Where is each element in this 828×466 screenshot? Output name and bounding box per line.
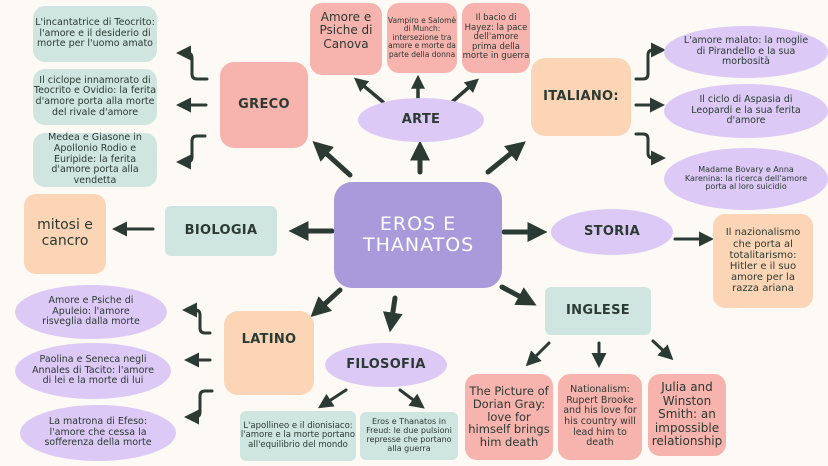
arrow-arte-3 [450,78,479,104]
filosofia-item-2-text: Eros e Thanatos in Freud: le due pulsion… [366,417,452,453]
inglese-item-3-text: Julia and Winston Smith: an impossible r… [651,380,723,449]
greco-item-3[interactable]: Medea e Giasone in Apollonio Rodio e Eur… [33,133,157,187]
biologia-item-1[interactable]: mitosi e cancro [24,194,106,274]
arrow-filosofia-1 [317,388,348,409]
filosofia-item-1[interactable]: L'apollineo e il dionisiaco: l'amore e l… [240,411,356,461]
branch-biologia[interactable]: BIOLOGIA [165,206,277,256]
branch-latino[interactable]: LATINO [224,311,314,395]
branch-biologia-label: BIOLOGIA [184,222,258,238]
inglese-item-3[interactable]: Julia and Winston Smith: an impossible r… [648,374,726,456]
arrow-greco-3 [176,134,207,170]
filosofia-item-1-text: L'apollineo e il dionisiaco: l'amore e l… [240,420,356,450]
filosofia-item-2[interactable]: Eros e Thanatos in Freud: le due pulsion… [360,412,458,460]
branch-arte[interactable]: ARTE [358,98,484,142]
arrow-filosofia-2 [398,388,425,409]
italiano-item-3[interactable]: Madame Bovary e Anna Karenina: la ricerc… [664,148,828,210]
latino-item-1-text: Amore e Psiche di Apuleio: l'amore risve… [42,295,140,328]
branch-inglese[interactable]: INGLESE [545,287,651,335]
arte-item-2[interactable]: Vampiro e Salomè di Munch: intersezione … [387,3,457,73]
italiano-item-1-text: L'amore malato: la moglie di Pirandello … [683,35,809,68]
branch-greco-label: GRECO [238,96,290,112]
branch-arte-label: ARTE [401,111,441,127]
arte-item-1[interactable]: Amore e Psiche di Canova [310,3,382,75]
arrow-central-filosofia [382,295,403,333]
greco-item-3-text: Medea e Giasone in Apollonio Rodio e Eur… [48,132,142,186]
branch-filosofia-label: FILOSOFIA [346,356,426,372]
biologia-item-1-text: mitosi e cancro [37,217,93,249]
arrow-central-latino [310,287,343,318]
latino-item-3-text: La matrona di Efeso: l'amore che cessa l… [44,416,152,449]
arrow-latino-3 [184,389,214,425]
storia-item-1[interactable]: Il nazionalismo che porta al totalitaris… [713,214,813,308]
arrow-central-greco [312,140,353,178]
branch-latino-label: LATINO [241,332,297,347]
arrow-italiano-3 [634,132,666,166]
arrow-inglese-1 [525,341,551,367]
greco-item-1[interactable]: L'incantatrice di Teocrito: l'amore e il… [33,6,157,62]
greco-item-2-text: Il ciclope innamorato di Teocrito e Ovid… [33,74,157,118]
arte-item-3[interactable]: Il bacio di Hayez: la pace dell'amore pr… [462,3,530,73]
arrow-central-inglese [499,284,537,306]
italiano-item-1[interactable]: L'amore malato: la moglie di Pirandello … [664,26,828,78]
greco-item-1-text: L'incantatrice di Teocrito: l'amore e il… [35,17,155,50]
latino-item-2-text: Paolina e Seneca negli Annales di Tacito… [32,354,154,387]
branch-greco[interactable]: GRECO [220,62,308,148]
inglese-item-1[interactable]: The Picture of Dorian Gray: love for him… [465,374,553,460]
inglese-item-2-text: Nationalism: Rupert Brooke and his love … [563,384,637,449]
branch-italiano[interactable]: ITALIANO: [531,58,631,136]
arte-item-1-text: Amore e Psiche di Canova [319,10,373,51]
greco-item-2[interactable]: Il ciclope innamorato di Teocrito e Ovid… [33,69,157,125]
central-topic[interactable]: EROS E THANATOS [334,182,502,288]
arrow-latino-1 [182,302,212,335]
arrow-arte-1 [353,77,385,104]
branch-storia[interactable]: STORIA [551,209,673,255]
inglese-item-2[interactable]: Nationalism: Rupert Brooke and his love … [558,374,642,460]
arrow-italiano-1 [634,42,666,81]
arte-item-2-text: Vampiro e Salomè di Munch: intersezione … [387,16,457,59]
arrow-greco-1 [176,45,209,81]
storia-item-1-text: Il nazionalismo che porta al totalitaris… [725,227,801,295]
latino-item-1[interactable]: Amore e Psiche di Apuleio: l'amore risve… [15,285,167,339]
italiano-item-2[interactable]: Il ciclo di Aspasia di Leopardi e la sua… [664,84,828,138]
italiano-item-3-text: Madame Bovary e Anna Karenina: la ricerc… [684,164,808,192]
inglese-item-1-text: The Picture of Dorian Gray: love for him… [468,383,550,450]
italiano-item-2-text: Il ciclo di Aspasia di Leopardi e la sua… [691,94,801,127]
latino-item-3[interactable]: La matrona di Efeso: l'amore che cessa l… [20,405,176,461]
central-topic-label: EROS E THANATOS [363,212,475,256]
arrow-central-italiano [485,141,526,175]
branch-italiano-label: ITALIANO: [543,88,619,104]
branch-inglese-label: INGLESE [566,302,630,318]
latino-item-2[interactable]: Paolina e Seneca negli Annales di Tacito… [15,343,171,399]
branch-storia-label: STORIA [584,223,640,239]
arrow-inglese-3 [651,339,674,361]
arte-item-3-text: Il bacio di Hayez: la pace dell'amore pr… [462,13,530,62]
branch-filosofia[interactable]: FILOSOFIA [325,343,447,387]
